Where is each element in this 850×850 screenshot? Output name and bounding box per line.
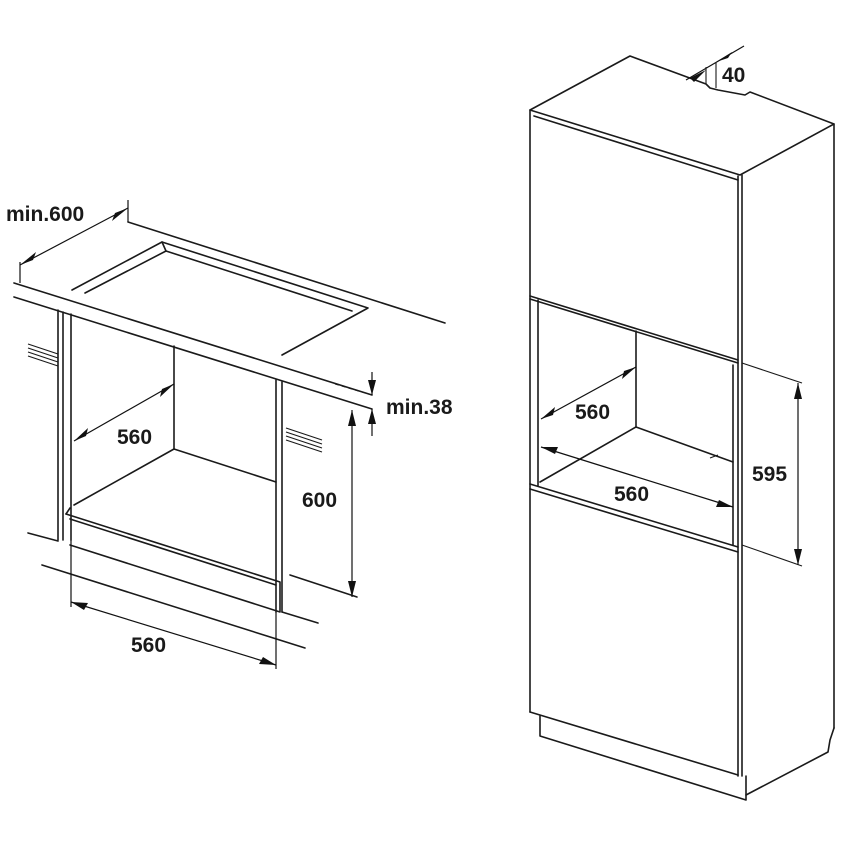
oven-niche [529,299,739,553]
dimension-tall-niche-depth [540,366,637,420]
cabinet-side [745,123,835,796]
label-counter-thickness: min.38 [386,396,453,419]
dimension-counter-depth [19,200,129,283]
dimension-rear-gap [685,45,745,88]
label-tall-niche-height: 595 [752,463,787,486]
upper-door [529,295,739,364]
under-counter-installation: min.600 min.38 [6,200,453,669]
cabinet-top [529,55,835,181]
label-niche-depth: 560 [117,426,152,449]
tall-cabinet-installation: 40 [529,45,835,801]
dimension-counter-thickness [368,372,376,436]
label-tall-niche-depth: 560 [575,401,610,424]
niche-interior [73,345,277,506]
dimension-niche-depth [73,383,175,442]
dimension-tall-niche-height [741,362,803,567]
cabinet-front-right-edge [737,174,743,777]
label-rear-gap: 40 [722,64,745,87]
label-niche-height: 600 [302,489,337,512]
label-niche-width: 560 [131,634,166,657]
label-counter-depth: min.600 [6,203,84,226]
lower-door [529,711,747,801]
label-tall-niche-width: 560 [614,483,649,506]
bottom-rail [27,507,358,649]
left-side-panel [27,309,72,541]
dimension-niche-width [70,540,277,669]
countertop [13,221,446,410]
dimension-niche-height [348,410,356,597]
right-side-panel [275,379,323,613]
dimension-tall-niche-width [540,446,734,508]
